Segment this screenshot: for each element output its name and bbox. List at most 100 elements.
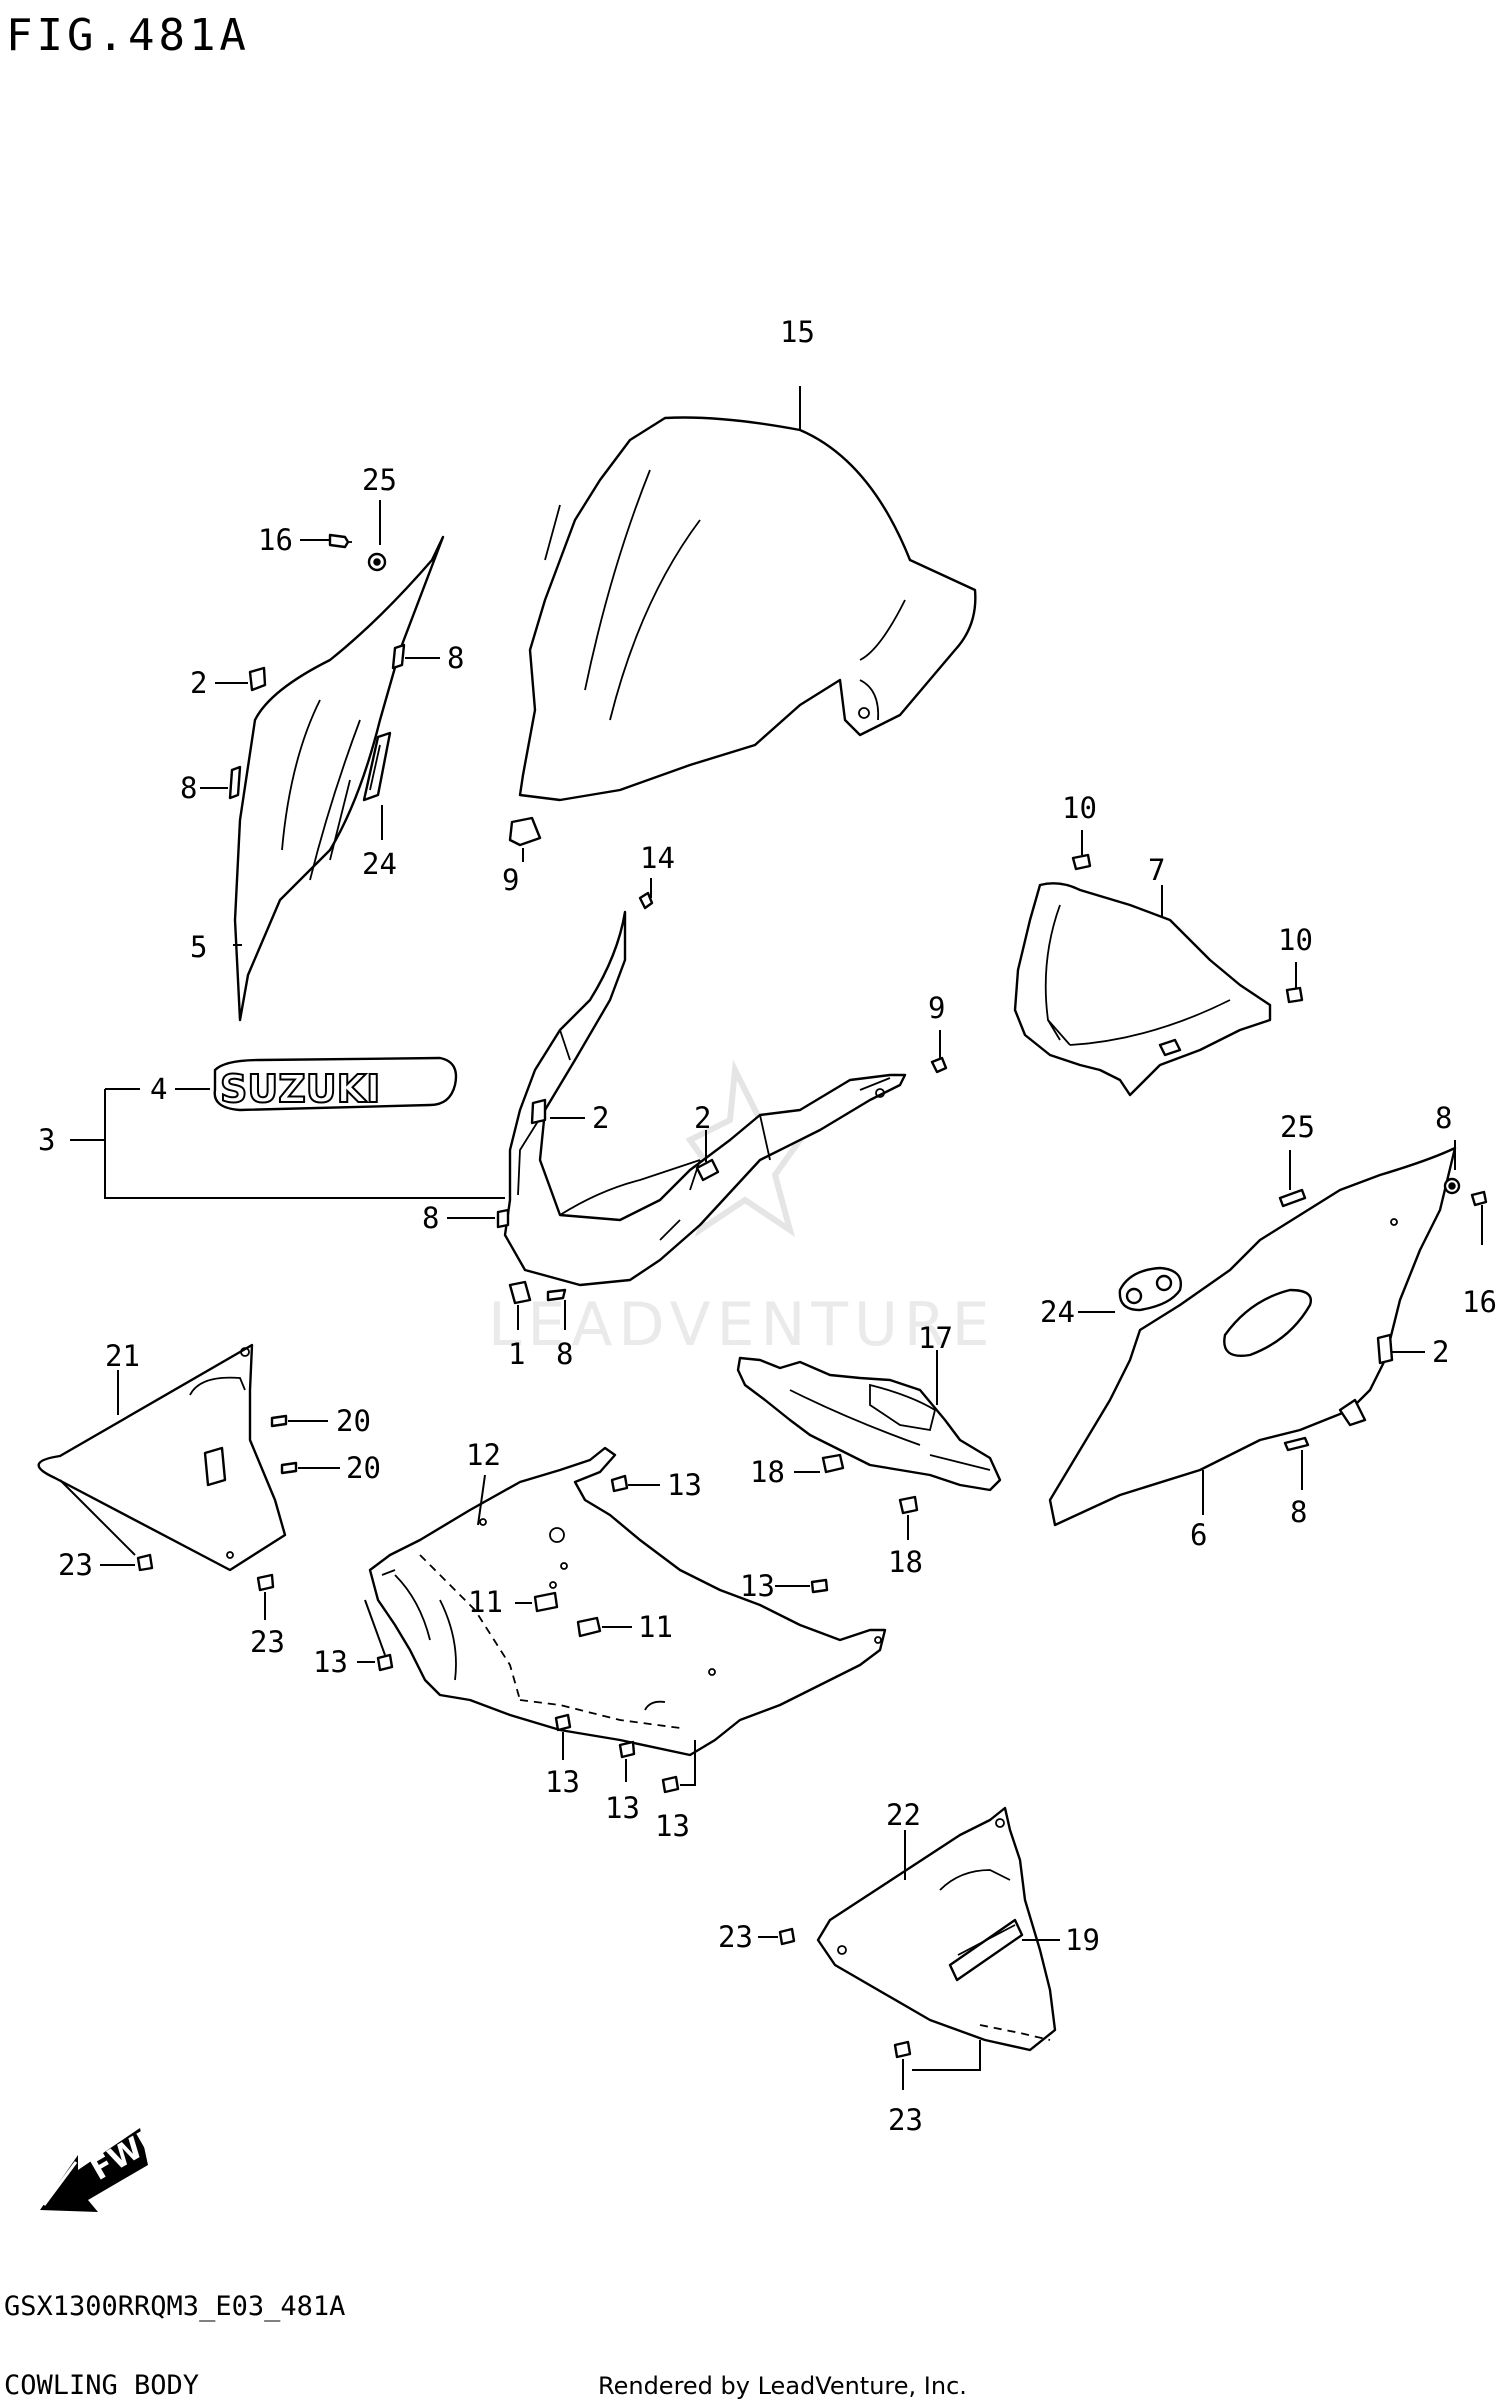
callout-15: 15 <box>780 315 815 349</box>
clip-part-2-center-left: 2 <box>530 1098 609 1135</box>
side-panel-part-6 <box>1048 1146 1457 1527</box>
screw-part-16-and-washer-25: 25 16 <box>258 463 397 572</box>
callout-3: 3 <box>38 1123 55 1157</box>
inner-panel-part-21: 21 <box>37 1339 287 1572</box>
emblem-part-4: SUZUKI 4 <box>150 1056 458 1112</box>
seal-part-24-right: 24 <box>1040 1266 1182 1329</box>
callout-13-bottom-1: 13 <box>545 1765 580 1799</box>
callout-13-upper: 13 <box>667 1468 702 1502</box>
callout-11-left: 11 <box>468 1585 503 1619</box>
credit-text: Rendered by LeadVenture, Inc. <box>598 2372 967 2400</box>
callout-2-right: 2 <box>1432 1335 1449 1369</box>
callout-17: 17 <box>918 1321 953 1355</box>
callout-24-left: 24 <box>362 847 397 881</box>
under-cowl-part-12: 12 <box>368 1438 887 1757</box>
figure-title: FIG.481A <box>6 10 250 61</box>
upper-cowling <box>503 910 907 1287</box>
grommet-part-8-right-lower: 8 <box>1283 1436 1310 1529</box>
grommet-part-8-upper-left: 8 <box>391 641 464 675</box>
clip-part-2-right: 2 <box>1376 1333 1449 1369</box>
clip-part-2-center: 2 <box>694 1101 720 1182</box>
callout-23-left-lower: 23 <box>250 1625 285 1659</box>
screw-part-23-left-lower: 23 <box>250 1573 285 1659</box>
callout-8-left: 8 <box>180 771 197 805</box>
leadventure-watermark: LEADVENTURE <box>488 1059 996 1360</box>
svg-text:SUZUKI: SUZUKI <box>220 1067 380 1111</box>
screw-part-9-upper: 14 <box>638 841 675 910</box>
callout-8-right-lower: 8 <box>1290 1495 1307 1529</box>
inner-cowl-part-7: 7 <box>1013 853 1272 1097</box>
model-code: GSX1300RRQM3_E03_481A <box>4 2291 345 2322</box>
screw-part-13-bottom-1: 13 <box>545 1713 580 1799</box>
svg-text:LEADVENTURE: LEADVENTURE <box>488 1290 996 1360</box>
callout-2-center: 2 <box>694 1101 711 1135</box>
callout-8-right-upper: 25 <box>1280 1110 1315 1144</box>
callout-9-upper: 14 <box>640 841 675 875</box>
clip-part-2-left: 2 <box>190 666 267 700</box>
grommet-part-19: 19 <box>1022 1923 1100 1957</box>
screw-part-9-right: 9 <box>928 991 948 1074</box>
callout-23-right-lower: 23 <box>888 2103 923 2137</box>
callout-12: 12 <box>466 1438 501 1472</box>
screw-part-10-top: 10 <box>1062 791 1097 871</box>
callout-13-bottom-3: 13 <box>655 1809 690 1843</box>
inner-panel-part-22: 22 <box>816 1798 1057 2052</box>
callout-25-right: 8 <box>1435 1101 1452 1135</box>
side-panel-part-5: 5 <box>190 535 445 1022</box>
callout-8-upper-left: 8 <box>447 641 464 675</box>
callout-5: 5 <box>190 930 207 964</box>
callout-11-right: 11 <box>638 1610 673 1644</box>
callout-13-bottom-2: 13 <box>605 1791 640 1825</box>
callout-16-right: 16 <box>1462 1285 1497 1319</box>
grommet-part-8-lower: 8 <box>546 1288 573 1371</box>
windscreen-part-15: 15 <box>518 315 977 802</box>
screw-part-13-right: 13 <box>740 1569 829 1603</box>
callout-1: 1 <box>508 1337 525 1371</box>
nut-part-11-left: 11 <box>468 1585 559 1619</box>
grommet-part-20-upper: 20 <box>270 1404 371 1438</box>
screw-part-18-right: 18 <box>888 1495 923 1579</box>
callout-6: 6 <box>1190 1518 1207 1552</box>
callout-25-top: 25 <box>362 463 397 497</box>
screw-part-13-bottom-3: 13 <box>655 1740 696 1843</box>
nut-part-1: 1 <box>508 1280 532 1371</box>
callout-10-top: 10 <box>1062 791 1097 825</box>
callout-4: 4 <box>150 1072 167 1106</box>
callout-20-lower: 20 <box>346 1451 381 1485</box>
screw-part-23-right-upper: 23 <box>718 1920 796 1954</box>
callout-8-lower-left: 8 <box>422 1201 439 1235</box>
callout-20-upper: 20 <box>336 1404 371 1438</box>
callout-10-right: 10 <box>1278 923 1313 957</box>
forward-arrow-icon: FWD <box>40 2118 170 2212</box>
callout-21: 21 <box>105 1339 140 1373</box>
callout-13-right: 13 <box>740 1569 775 1603</box>
screw-part-23-left-panel: 23 <box>58 1479 154 1582</box>
callout-8-lower: 8 <box>556 1337 573 1371</box>
screw-part-23-right-lower: 23 <box>888 2040 981 2137</box>
clip-part-14: 9 <box>502 816 542 897</box>
screw-part-13-left: 13 <box>313 1599 394 1679</box>
callout-16-top: 16 <box>258 523 293 557</box>
callout-19: 19 <box>1065 1923 1100 1957</box>
callout-18-left: 18 <box>750 1455 785 1489</box>
svg-text:FWD: FWD <box>85 2118 170 2188</box>
bracket-part-3: 3 <box>38 1088 505 1199</box>
callout-13-left: 13 <box>313 1645 348 1679</box>
callout-24-right: 24 <box>1040 1295 1075 1329</box>
seal-part-24-left: 24 <box>362 731 397 881</box>
grommet-part-8-left: 8 <box>180 765 242 805</box>
screw-part-16-and-washer-25-right: 8 16 <box>1435 1101 1497 1319</box>
grommet-part-20-lower: 20 <box>280 1451 381 1485</box>
callout-2-center-left: 2 <box>592 1101 609 1135</box>
screw-part-10-right: 10 <box>1278 923 1313 1004</box>
screw-part-13-bottom-2: 13 <box>605 1740 640 1825</box>
callout-23-right-upper: 23 <box>718 1920 753 1954</box>
grommet-part-8-right-upper: 25 <box>1278 1110 1315 1208</box>
callout-9-right: 9 <box>928 991 945 1025</box>
screw-part-13-upper: 13 <box>610 1468 702 1502</box>
callout-23-left: 23 <box>58 1548 93 1582</box>
air-duct-part-17: 17 <box>736 1321 1002 1492</box>
screw-part-18-left: 18 <box>750 1453 845 1489</box>
grommet-part-8-lower-left: 8 <box>422 1201 510 1235</box>
